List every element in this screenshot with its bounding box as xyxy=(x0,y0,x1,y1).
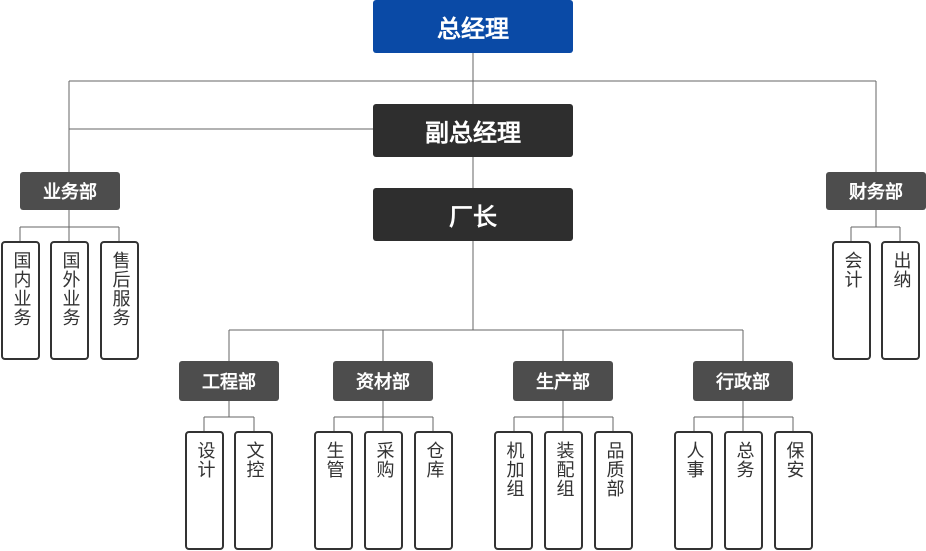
leaf-domestic-business: 国内业务 xyxy=(1,241,40,360)
materials-dept-box: 资材部 xyxy=(333,361,433,401)
leaf-general-affairs: 总务 xyxy=(724,431,763,550)
leaf-purchasing: 采购 xyxy=(364,431,403,550)
business-dept-box: 业务部 xyxy=(20,172,120,210)
finance-dept-box: 财务部 xyxy=(826,172,926,210)
factory-director-box: 厂长 xyxy=(373,188,573,241)
leaf-document-control: 文控 xyxy=(234,431,273,550)
leaf-hr: 人事 xyxy=(674,431,713,550)
deputy-general-manager-box: 副总经理 xyxy=(373,104,573,157)
leaf-after-sales: 售后服务 xyxy=(100,241,139,360)
factory-branch-line xyxy=(228,329,744,361)
leaf-quality-dept: 品质部 xyxy=(594,431,633,550)
leaf-warehouse: 仓库 xyxy=(414,431,453,550)
production-children-line xyxy=(513,401,614,431)
leaf-production-control: 生管 xyxy=(314,431,353,550)
general-manager-box: 总经理 xyxy=(373,0,573,53)
business-children-line xyxy=(19,210,120,241)
leaf-accounting: 会计 xyxy=(832,241,871,360)
leaf-machining-group: 机加组 xyxy=(494,431,533,550)
leaf-assembly-group: 装配组 xyxy=(544,431,583,550)
finance-children-line xyxy=(850,210,901,241)
top-branch-line xyxy=(68,80,877,172)
admin-children-line xyxy=(693,401,794,431)
materials-children-line xyxy=(333,401,434,431)
engineering-dept-box: 工程部 xyxy=(179,361,279,401)
leaf-overseas-business: 国外业务 xyxy=(50,241,89,360)
engineering-children-line xyxy=(203,401,255,431)
admin-dept-box: 行政部 xyxy=(693,361,793,401)
production-dept-box: 生产部 xyxy=(513,361,613,401)
leaf-cashier: 出纳 xyxy=(881,241,920,360)
leaf-design: 设计 xyxy=(185,431,224,550)
leaf-security: 保安 xyxy=(774,431,813,550)
